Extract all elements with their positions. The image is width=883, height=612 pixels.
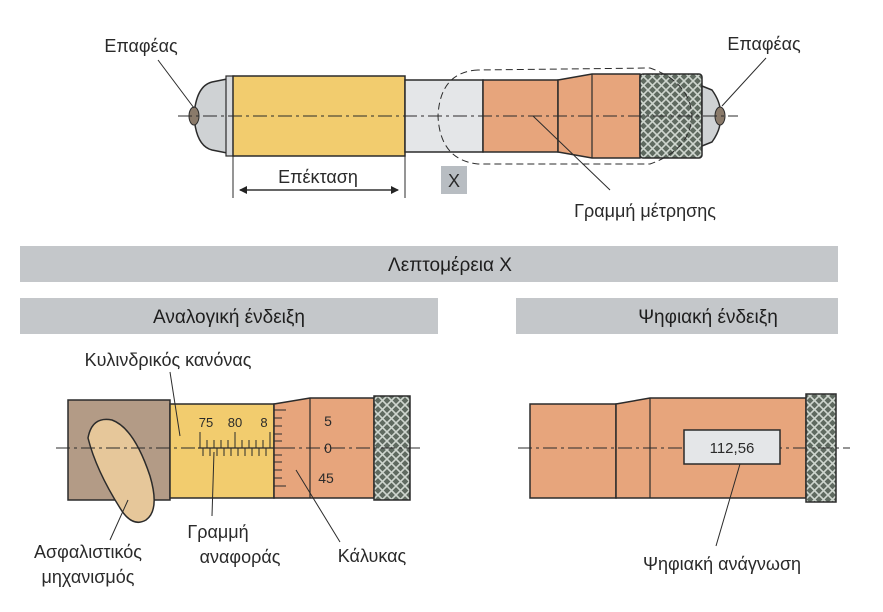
sleeve-number-80: 80	[228, 415, 242, 430]
analog-band	[20, 298, 438, 334]
cylindrical-scale-sleeve	[169, 403, 275, 499]
digital-display-value: 112,56	[710, 440, 755, 457]
thimble-number-0: 0	[324, 440, 332, 456]
sleeve-number-75: 75	[199, 415, 213, 430]
analog-band-title: Αναλογική ένδειξη	[153, 307, 305, 328]
sleeve-ticks	[199, 432, 271, 456]
label-contact-right: Επαφέας	[727, 34, 801, 54]
detail-marker-box	[441, 166, 467, 194]
micrometer-full-view: Επέκταση X Επαφέας Επαφέας Γραμμή μέτρησ…	[104, 34, 801, 221]
label-measuring-line: Γραμμή μέτρησης	[574, 201, 716, 221]
digital-barrel	[529, 403, 617, 499]
label-cylindrical-scale: Κυλινδρικός κανόνας	[85, 350, 252, 370]
alt-head-outline	[437, 67, 693, 165]
sleeve-number-8x: 8	[260, 415, 267, 430]
thimble-number-45: 45	[318, 470, 334, 486]
digital-detail: 112,56 Ψηφιακή ανάγνωση	[518, 393, 850, 574]
copper-barrel	[482, 79, 559, 153]
silver-section	[404, 79, 484, 153]
label-reference-line-1: Γραμμή	[187, 522, 248, 542]
digital-band	[516, 298, 838, 334]
label-contact-left: Επαφέας	[104, 36, 178, 56]
label-reference-line-2: αναφοράς	[200, 547, 281, 567]
label-locking-mechanism-1: Ασφαλιστικός	[34, 542, 142, 562]
label-thimble: Κάλυκας	[338, 546, 407, 566]
digital-display	[683, 429, 781, 465]
digital-band-title: Ψηφιακή ένδειξη	[638, 307, 778, 328]
label-extension: Επέκταση	[278, 167, 358, 187]
detail-band-title: Λεπτομέρεια X	[388, 255, 512, 276]
detail-band	[20, 246, 838, 282]
analog-detail: 75 80 8 5 0 45 Κυλινδρικ	[34, 350, 420, 587]
label-digital-readout: Ψηφιακή ανάγνωση	[643, 554, 801, 574]
label-locking-mechanism-2: μηχανισμός	[42, 567, 135, 587]
lock-lever	[87, 418, 155, 523]
thimble-number-5: 5	[324, 413, 332, 429]
detail-marker-label: X	[448, 171, 460, 191]
